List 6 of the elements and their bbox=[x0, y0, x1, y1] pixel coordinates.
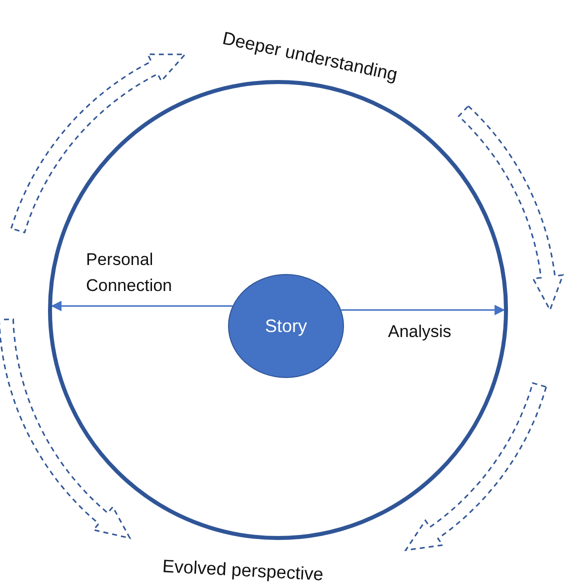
arrow bbox=[50, 300, 232, 312]
edge-label: Personal Connection bbox=[86, 249, 174, 297]
edge-label: Analysis bbox=[388, 322, 452, 342]
text-label: Evolved perspective bbox=[162, 556, 324, 585]
node-label: Story bbox=[264, 316, 307, 336]
arrow bbox=[341, 304, 506, 316]
